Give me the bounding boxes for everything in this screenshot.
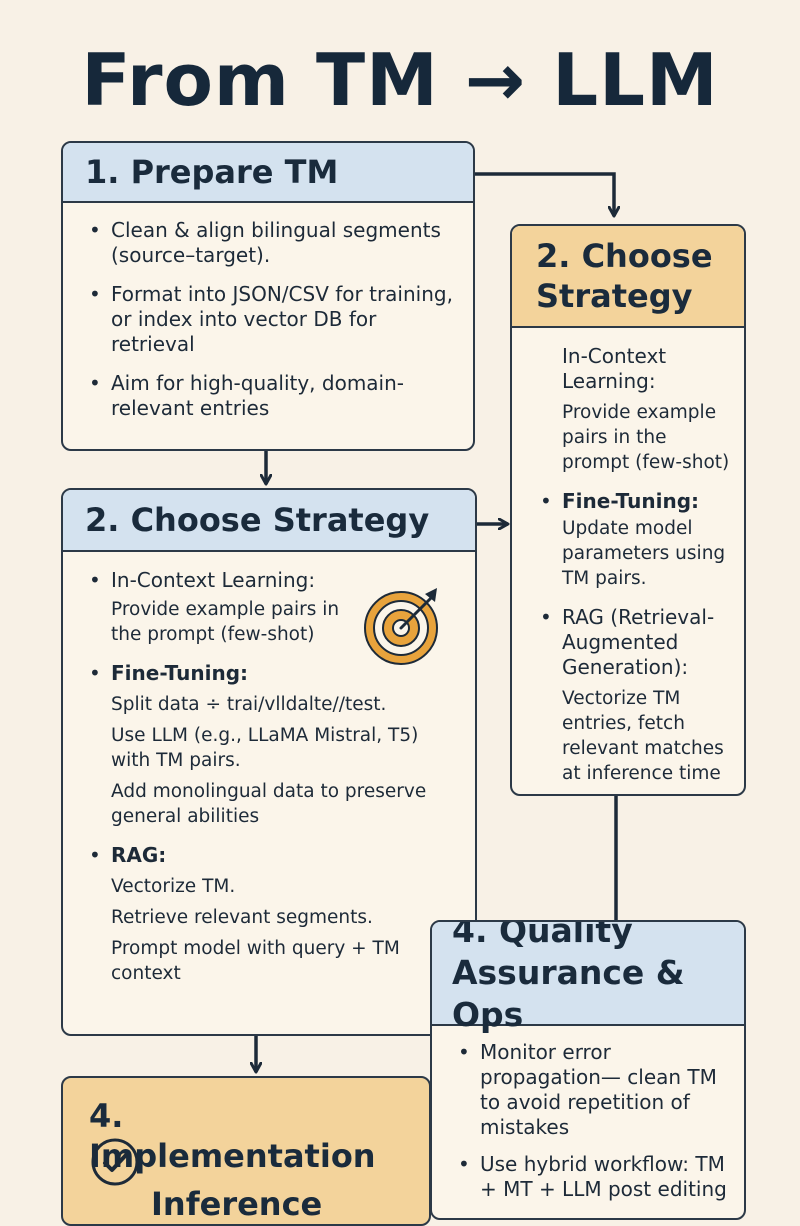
strategy-icl-label: In-Context Learning: bbox=[111, 568, 316, 592]
connector-arrows bbox=[0, 172, 800, 1200]
quality-assurance-heading: 4. Quality Assurance & Ops bbox=[432, 922, 744, 1034]
strategy-ft-line-1: Split data ÷ trai/vlldalte//test. bbox=[111, 694, 387, 715]
choose-strategy-side-heading: 2. Choose Strategy bbox=[512, 226, 744, 328]
quality-assurance-box: 4. Quality Assurance & Ops Monitor error… bbox=[430, 920, 746, 1220]
side-rag-label: RAG (Retrieval-Augmented Generation): bbox=[562, 605, 715, 679]
strategy-icl-text: Provide example pairs in the prompt (few… bbox=[111, 599, 340, 645]
strategy-ft-item: Fine-Tuning: Split data ÷ trai/vlldalte/… bbox=[85, 661, 457, 829]
prepare-bullet-1: Clean & align bilingual segments (source… bbox=[85, 218, 455, 268]
strategy-ft-label: Fine-Tuning: bbox=[111, 661, 249, 685]
side-ft-text: Update model parameters using TM pairs. bbox=[562, 518, 726, 589]
choose-strategy-box: 2. Choose Strategy In-Context Learning: … bbox=[61, 488, 477, 1036]
choose-strategy-side-box: 2. Choose Strategy In-Context Learning: … bbox=[510, 224, 746, 796]
qa-bullet-1: Monitor error propagation— clean TM to a… bbox=[454, 1040, 732, 1140]
target-icon bbox=[364, 588, 438, 665]
side-ft-item: Fine-Tuning: Update model parameters usi… bbox=[536, 489, 734, 591]
side-rag-item: RAG (Retrieval-Augmented Generation): Ve… bbox=[536, 605, 734, 786]
strategy-rag-line-3: Prompt model with query + TM context bbox=[111, 938, 400, 984]
side-icl-item: In-Context Learning: Provide example pai… bbox=[536, 344, 734, 475]
strategy-rag-line-2: Retrieve relevant segments. bbox=[111, 907, 373, 928]
check-circle-icon bbox=[91, 1138, 139, 1186]
strategy-rag-label: RAG: bbox=[111, 843, 167, 867]
prepare-tm-heading: 1. Prepare TM bbox=[63, 143, 473, 203]
prepare-bullet-2: Format into JSON/CSV for training, or in… bbox=[85, 282, 455, 357]
page-title: From TM → LLM bbox=[81, 38, 719, 122]
side-rag-text: Vectorize TM entries, fetch relevant mat… bbox=[562, 688, 724, 784]
strategy-ft-line-2: Use LLM (e.g., LLaMA Mistral, T5) with T… bbox=[111, 725, 419, 771]
side-icl-label: In-Context Learning: bbox=[562, 344, 667, 393]
strategy-rag-line-1: Vectorize TM. bbox=[111, 876, 236, 897]
arrow-prepare-to-side-strategy bbox=[474, 172, 614, 216]
strategy-rag-item: RAG: Vectorize TM. Retrieve relevant seg… bbox=[85, 843, 457, 986]
strategy-icl-item: In-Context Learning: Provide example pai… bbox=[85, 568, 457, 647]
prepare-tm-box: 1. Prepare TM Clean & align bilingual se… bbox=[61, 141, 475, 451]
qa-bullet-2: Use hybrid workflow: TM + MT + LLM post … bbox=[454, 1152, 732, 1202]
side-ft-label: Fine-Tuning: bbox=[562, 489, 700, 513]
side-icl-text: Provide example pairs in the prompt (few… bbox=[562, 402, 730, 473]
strategy-ft-line-3: Add monolingual data to preserve general… bbox=[111, 781, 427, 827]
prepare-bullet-3: Aim for high-quality, domain-relevant en… bbox=[85, 371, 455, 421]
choose-strategy-heading: 2. Choose Strategy bbox=[63, 490, 475, 552]
